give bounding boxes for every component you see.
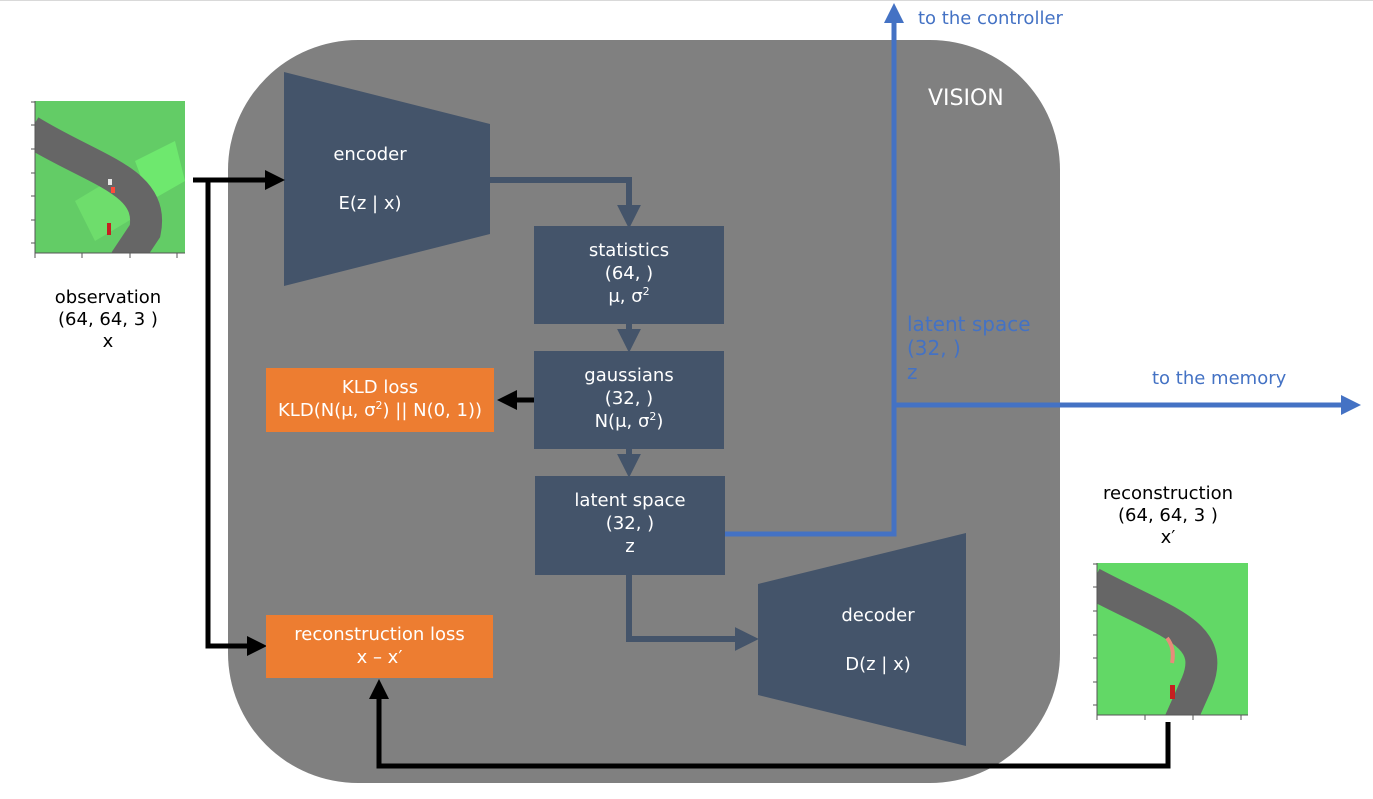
latent-to-controller-arrow xyxy=(724,3,904,537)
encoder-title: encoder xyxy=(333,144,407,165)
latent-symbol: z xyxy=(625,536,635,557)
reconstruction-caption: reconstruction (64, 64, 3 ) x′ xyxy=(1088,483,1248,549)
encoder-label: encoder E(z | x) xyxy=(300,143,440,215)
statistics-node: statistics (64, ) μ, σ2 xyxy=(534,226,724,324)
recon-loss-title: reconstruction loss xyxy=(294,624,465,645)
decoder-formula: D(z | x) xyxy=(845,654,911,675)
reconstruction-image-render xyxy=(1097,563,1248,715)
observation-image-render xyxy=(35,101,185,253)
observation-caption: observation (64, 64, 3 ) x xyxy=(28,287,188,353)
decoder-title: decoder xyxy=(841,605,915,626)
observation-axis-ticks xyxy=(31,101,185,258)
decoder-block xyxy=(758,533,966,746)
observation-symbol: x xyxy=(102,331,114,352)
gaussians-shape: (32, ) xyxy=(604,388,654,409)
latent-output-symbol: z xyxy=(907,360,918,384)
reconstruction-shape: (64, 64, 3 ) xyxy=(1118,505,1218,526)
latent-output-title: latent space xyxy=(907,312,1031,336)
to-controller-label: to the controller xyxy=(918,8,1063,29)
observation-title: observation xyxy=(54,287,162,308)
encoder-formula: E(z | x) xyxy=(338,193,402,214)
latent-title: latent space xyxy=(574,490,686,511)
latent-output-label: latent space (32, ) z xyxy=(907,312,1031,384)
decoder-label: decoder D(z | x) xyxy=(808,604,948,676)
reconstruction-loss-node: reconstruction loss x – x′ xyxy=(266,615,493,678)
gaussians-node: gaussians (32, ) N(μ, σ2) xyxy=(534,351,724,449)
latent-space-node: latent space (32, ) z xyxy=(535,476,725,575)
gaussians-title: gaussians xyxy=(584,365,674,386)
to-memory-label: to the memory xyxy=(1152,368,1287,389)
latent-shape: (32, ) xyxy=(605,513,655,534)
latent-output-shape: (32, ) xyxy=(907,336,961,360)
encoder-to-statistics-arrow xyxy=(490,177,641,229)
statistics-formula: μ, σ2 xyxy=(608,285,650,307)
reconstruction-to-recon-loss-arrow xyxy=(369,679,1171,769)
latent-to-decoder-arrow xyxy=(626,575,759,651)
reconstruction-title: reconstruction xyxy=(1102,483,1234,504)
reconstruction-symbol: x′ xyxy=(1160,527,1176,548)
gaussians-formula: N(μ, σ2) xyxy=(594,410,664,432)
reconstruction-axis-ticks xyxy=(1093,563,1248,720)
vision-module-label: VISION xyxy=(928,86,1004,111)
kld-loss-formula: KLD(N(μ, σ2) || N(0, 1)) xyxy=(278,399,482,421)
statistics-shape: (64, ) xyxy=(604,263,654,284)
recon-loss-formula: x – x′ xyxy=(356,647,403,668)
observation-image xyxy=(35,101,185,253)
observation-shape: (64, 64, 3 ) xyxy=(58,309,158,330)
kld-loss-node: KLD loss KLD(N(μ, σ2) || N(0, 1)) xyxy=(266,368,494,432)
statistics-title: statistics xyxy=(588,240,670,261)
top-border xyxy=(0,0,1373,1)
encoder-block xyxy=(284,72,490,286)
kld-loss-title: KLD loss xyxy=(341,377,419,398)
reconstruction-image xyxy=(1097,563,1248,715)
observation-to-recon-loss-arrow xyxy=(205,180,267,656)
